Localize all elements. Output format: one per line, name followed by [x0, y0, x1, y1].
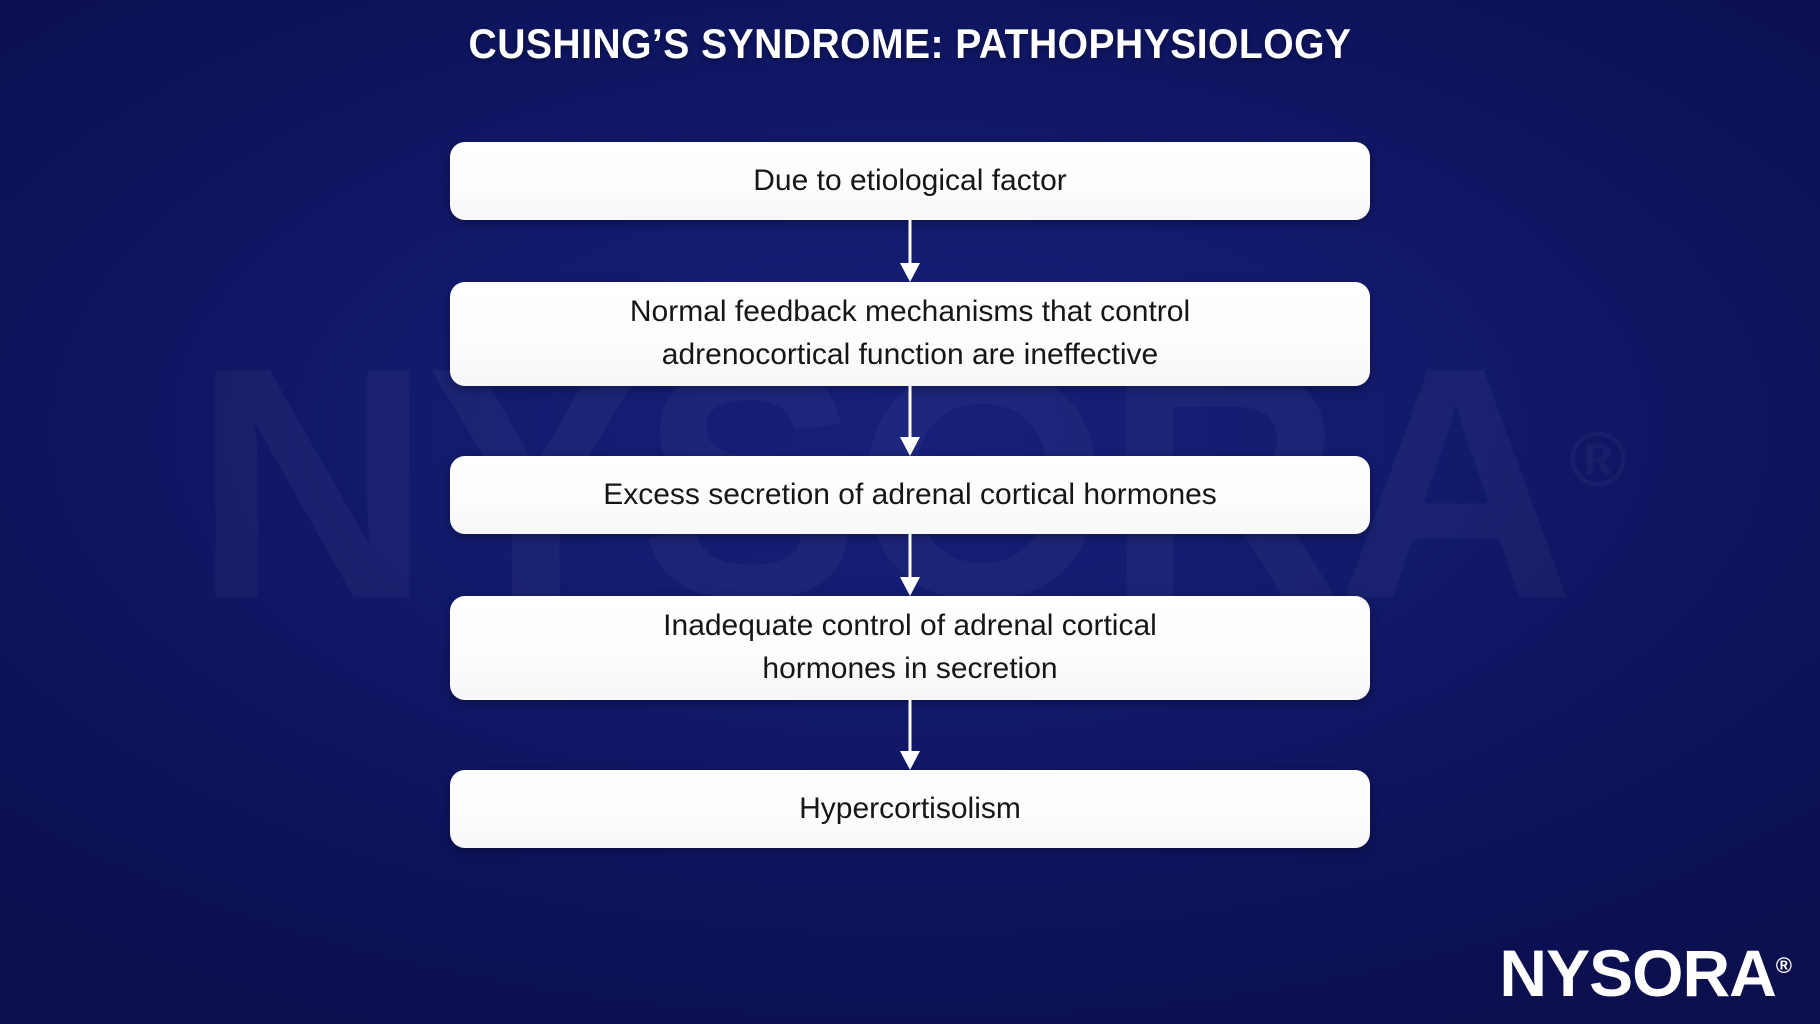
arrow-shaft: [908, 534, 912, 579]
arrow-head: [900, 577, 920, 596]
flow-arrow-4: [450, 700, 1370, 770]
flow-node-4: Inadequate control of adrenal cortical h…: [450, 596, 1370, 700]
arrow-down-icon: [899, 700, 921, 770]
arrow-head: [900, 751, 920, 770]
arrow-down-icon: [899, 386, 921, 456]
watermark-registered-icon: ®: [1569, 415, 1626, 503]
arrow-shaft: [908, 700, 912, 753]
arrow-down-icon: [899, 220, 921, 282]
flow-node-2: Normal feedback mechanisms that control …: [450, 282, 1370, 386]
arrow-head: [900, 437, 920, 456]
flow-node-4-label: Inadequate control of adrenal cortical h…: [663, 609, 1157, 685]
registered-trademark-icon: ®: [1775, 953, 1792, 978]
flow-node-2-label: Normal feedback mechanisms that control …: [629, 295, 1191, 371]
flow-node-5-label: Hypercortisolism: [799, 791, 1021, 825]
flow-node-5: Hypercortisolism: [450, 770, 1370, 848]
logo-text: NYSORA: [1499, 936, 1776, 1010]
flow-arrow-3: [450, 534, 1370, 596]
flow-node-3: Excess secretion of adrenal cortical hor…: [450, 456, 1370, 534]
flow-node-3-label: Excess secretion of adrenal cortical hor…: [603, 477, 1217, 511]
flow-arrow-1: [450, 220, 1370, 282]
pathophysiology-flowchart: Due to etiological factor Normal feedbac…: [450, 142, 1370, 848]
arrow-shaft: [908, 220, 912, 265]
nysora-logo: NYSORA®: [1499, 940, 1792, 1006]
flow-arrow-2: [450, 386, 1370, 456]
flow-node-1: Due to etiological factor: [450, 142, 1370, 220]
arrow-shaft: [908, 386, 912, 439]
arrow-down-icon: [899, 534, 921, 596]
flow-node-1-label: Due to etiological factor: [753, 163, 1067, 197]
arrow-head: [900, 263, 920, 282]
page-title: CUSHING’S SYNDROME: PATHOPHYSIOLOGY: [468, 20, 1352, 67]
